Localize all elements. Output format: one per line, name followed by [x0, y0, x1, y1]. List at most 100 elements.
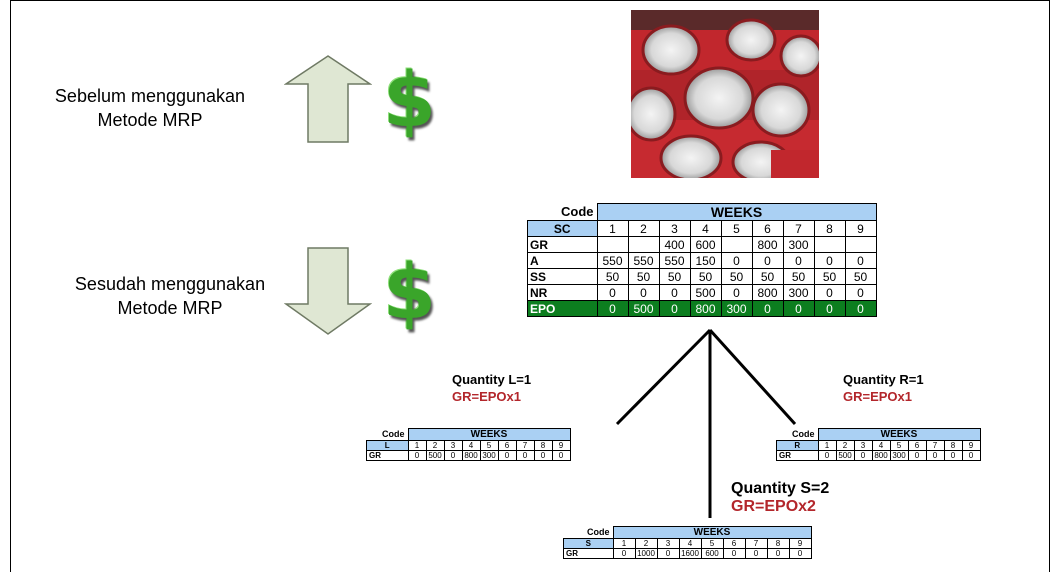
- table-row-a: A 550 550 550 150 0 0 0 0 0: [527, 252, 877, 269]
- quantity-s-label: Quantity S=2 GR=EPOx2: [731, 480, 829, 516]
- item-code: R: [776, 440, 819, 451]
- before-label-line1: Sebelum menggunakan: [54, 86, 246, 106]
- code-label: Code: [792, 429, 815, 440]
- cell: 0: [925, 450, 945, 461]
- cell: 0: [813, 300, 846, 317]
- cell: 0: [656, 548, 680, 559]
- cell: 0: [515, 450, 535, 461]
- cell: 0: [751, 300, 784, 317]
- cell: 0: [766, 548, 790, 559]
- cell: 0: [551, 450, 571, 461]
- formula-r: GR=EPOx1: [843, 389, 913, 404]
- week-cell: 2: [634, 538, 658, 549]
- cell: 0: [612, 548, 636, 559]
- cell: 1600: [678, 548, 702, 559]
- code-label: Code: [587, 527, 610, 538]
- row-label: GR: [366, 450, 409, 461]
- cell: 50: [658, 268, 691, 285]
- week-cell: 5: [479, 440, 499, 451]
- week-cell: 6: [722, 538, 746, 549]
- slide-frame: [10, 0, 1050, 572]
- up-arrow-icon: [284, 55, 372, 143]
- cell: 300: [889, 450, 909, 461]
- line-to-l: [615, 328, 712, 426]
- table-row-epo: EPO 0 500 0 800 300 0 0 0 0: [527, 300, 877, 317]
- table-row-gr: GR 400 600 800 300: [527, 236, 877, 253]
- week-cell: 6: [907, 440, 927, 451]
- cell: 150: [689, 252, 722, 269]
- week-cell: 1: [817, 440, 837, 451]
- drums-photo: [631, 10, 819, 178]
- cell: 0: [788, 548, 812, 559]
- cell: 500: [835, 450, 855, 461]
- formula-l: GR=EPOx1: [452, 389, 522, 404]
- before-label-line2: Metode MRP: [97, 110, 203, 130]
- week-cell: 7: [925, 440, 945, 451]
- cell: 0: [907, 450, 927, 461]
- week-cell: 3: [443, 440, 463, 451]
- code-label: Code: [382, 429, 405, 440]
- cell: 0: [844, 300, 877, 317]
- cell: 300: [782, 284, 815, 301]
- item-code: SC: [527, 220, 598, 237]
- cell: 0: [658, 300, 691, 317]
- weeks-header: WEEKS: [596, 203, 877, 221]
- item-code: L: [366, 440, 409, 451]
- quantity-r: Quantity R=1: [843, 372, 924, 387]
- cell: 600: [700, 548, 724, 559]
- cell: 50: [596, 268, 629, 285]
- weeks-header: WEEKS: [817, 428, 981, 441]
- cell: 400: [658, 236, 691, 253]
- line-to-r: [708, 328, 797, 426]
- week-cell: 4: [871, 440, 891, 451]
- week-cell: 7: [744, 538, 768, 549]
- quantity-r-label: Quantity R=1 GR=EPOx1: [843, 371, 924, 405]
- week-cell: 9: [788, 538, 812, 549]
- week-cell: 4: [461, 440, 481, 451]
- dollar-icon: $: [383, 55, 436, 144]
- week-cell: 1: [407, 440, 427, 451]
- before-label: Sebelum menggunakan Metode MRP: [20, 84, 280, 132]
- formula-s: GR=EPOx2: [731, 498, 816, 515]
- down-arrow-icon: [284, 247, 372, 335]
- cell: 0: [722, 548, 746, 559]
- week-cell: 8: [943, 440, 963, 451]
- week-cell: 5: [889, 440, 909, 451]
- cell: 0: [961, 450, 981, 461]
- week-cell: 1: [612, 538, 636, 549]
- quantity-l-label: Quantity L=1 GR=EPOx1: [452, 371, 531, 405]
- week-cell: 2: [835, 440, 855, 451]
- cell: 50: [844, 268, 877, 285]
- cell: 500: [627, 300, 660, 317]
- dollar-icon: $: [383, 247, 436, 336]
- week-cell: 8: [533, 440, 553, 451]
- week-cell: 3: [853, 440, 873, 451]
- after-label: Sesudah menggunakan Metode MRP: [40, 272, 300, 320]
- week-cell: 8: [766, 538, 790, 549]
- table-row-nr: NR 0 0 0 500 0 800 300 0 0: [527, 284, 877, 301]
- weeks-header: WEEKS: [407, 428, 571, 441]
- code-label: Code: [561, 204, 594, 220]
- cell: 1000: [634, 548, 658, 559]
- cell: 0: [744, 548, 768, 559]
- table-r: Code WEEKS R 1 2 3 4 5 6 7 8 9 GR 0 500 …: [776, 428, 981, 461]
- after-label-line2: Metode MRP: [117, 298, 223, 318]
- cell: 0: [853, 450, 873, 461]
- row-label: GR: [563, 548, 614, 559]
- cell: 0: [443, 450, 463, 461]
- week-cell: 9: [551, 440, 571, 451]
- week-cell: 3: [656, 538, 680, 549]
- week-cell: 9: [961, 440, 981, 451]
- quantity-s: Quantity S=2: [731, 480, 830, 497]
- row-label: EPO: [527, 300, 598, 317]
- week-cell: 4: [678, 538, 702, 549]
- cell: 0: [497, 450, 517, 461]
- cell: 800: [461, 450, 481, 461]
- weeks-header: WEEKS: [612, 526, 812, 539]
- item-code: S: [563, 538, 614, 549]
- cell: 0: [817, 450, 837, 461]
- after-label-line1: Sesudah menggunakan: [74, 274, 266, 294]
- cell: 0: [407, 450, 427, 461]
- quantity-l: Quantity L=1: [452, 372, 532, 387]
